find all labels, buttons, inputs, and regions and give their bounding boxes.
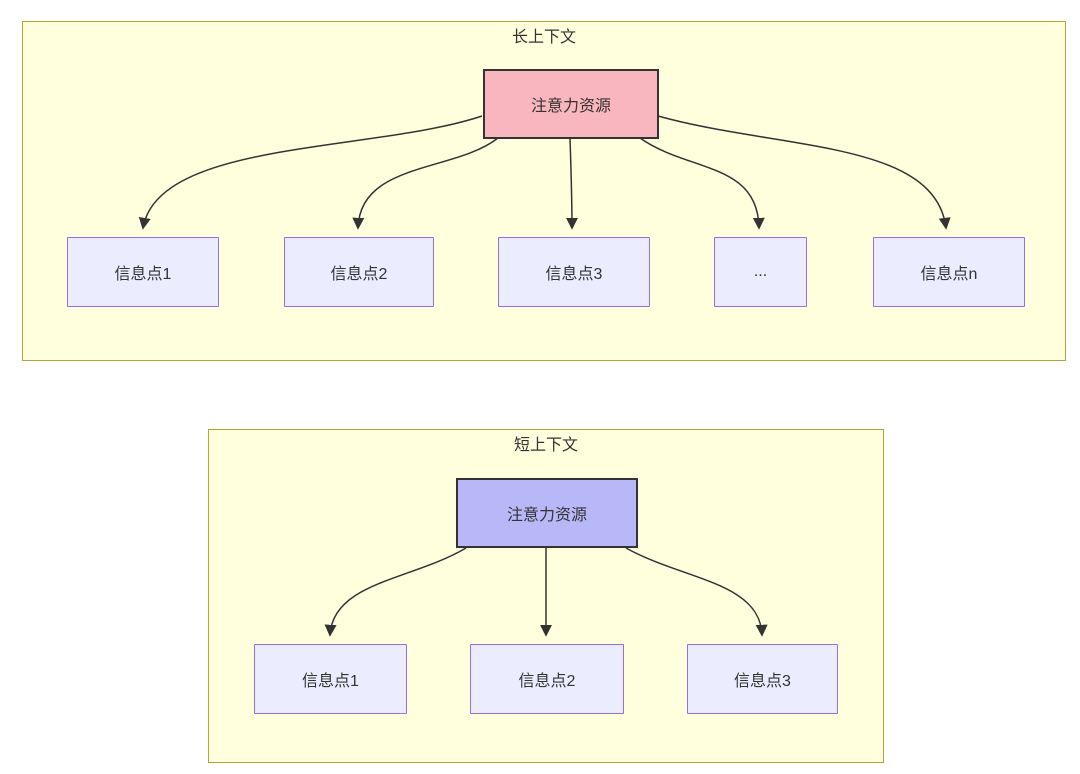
info-node-short-2: 信息点2 <box>470 644 624 714</box>
cluster-long-title: 长上下文 <box>511 29 576 46</box>
info-node-long-3: 信息点3 <box>498 237 650 307</box>
cluster-short-context: 短上下文 注意力资源 信息点1 信息点2 信息点3 <box>208 429 884 763</box>
cluster-long-context: 长上下文 注意力资源 信息点1 信息点2 信息点3 ... 信息点n <box>22 21 1066 361</box>
attention-node-long: 注意力资源 <box>483 69 659 139</box>
info-node-long-2: 信息点2 <box>284 237 434 307</box>
info-node-long-1: 信息点1 <box>67 237 219 307</box>
info-node-long-n: 信息点n <box>873 237 1025 307</box>
info-node-short-3: 信息点3 <box>687 644 838 714</box>
info-node-short-1: 信息点1 <box>254 644 407 714</box>
info-node-long-ellipsis: ... <box>714 237 807 307</box>
cluster-short-title: 短上下文 <box>513 437 578 454</box>
attention-node-short: 注意力资源 <box>456 478 638 548</box>
